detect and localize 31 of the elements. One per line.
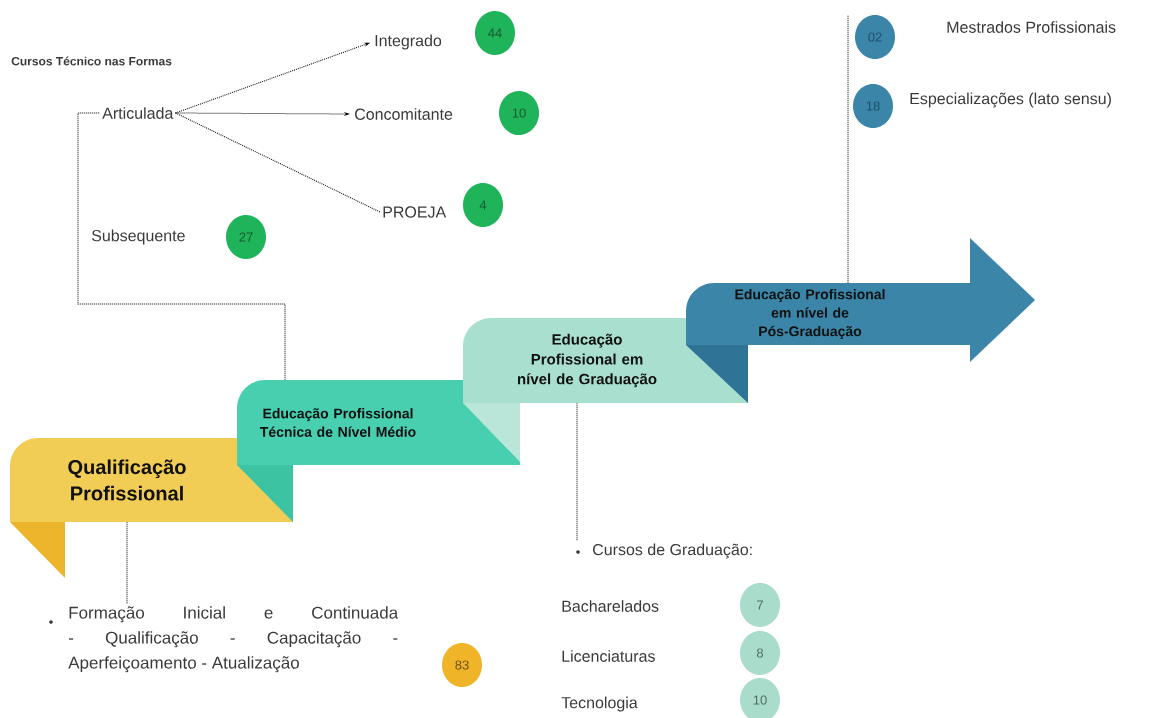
leader-line bbox=[77, 112, 286, 381]
text-label: Mestrados Profissionais bbox=[947, 21, 1116, 33]
leader-line bbox=[576, 402, 578, 542]
count-badge: 83 bbox=[442, 643, 482, 687]
count-badge: 18 bbox=[853, 84, 893, 128]
arrow bbox=[175, 42, 370, 114]
course-label: Concomitante bbox=[355, 108, 453, 120]
leader-line bbox=[126, 521, 128, 605]
course-label: PROEJA bbox=[383, 206, 447, 218]
count-badge: 10 bbox=[499, 91, 539, 135]
course-label: Integrado bbox=[375, 34, 442, 50]
arrow-step: Educação Profissional em nível de Pós-Graduação bbox=[686, 238, 1035, 403]
bullet-item: Cursos de Graduação: bbox=[576, 543, 752, 559]
text-label: Cursos Técnico nas Formas bbox=[11, 56, 172, 66]
course-label: Articulada bbox=[102, 107, 174, 119]
count-badge: 27 bbox=[226, 215, 266, 259]
text-label: Licenciaturas bbox=[562, 650, 655, 662]
count-badge: 4 bbox=[463, 183, 503, 227]
text-label: Bacharelados bbox=[562, 600, 659, 612]
count-badge: 02 bbox=[855, 15, 895, 59]
bullet-item: Formação Inicial e Continuada - Qualificação - Capacitação - Aperfeiçoamento - Atualização bbox=[49, 606, 399, 673]
leader-line bbox=[847, 14, 849, 284]
text-label: Especializações (lato sensu) bbox=[910, 92, 1111, 108]
leader-line bbox=[175, 112, 381, 213]
arrow bbox=[175, 112, 349, 116]
count-badge: 10 bbox=[740, 678, 780, 718]
text-label: Subsequente bbox=[91, 229, 185, 245]
count-badge: 7 bbox=[740, 583, 780, 627]
count-badge: 44 bbox=[475, 11, 515, 55]
count-badge: 8 bbox=[740, 631, 780, 675]
text-label: Tecnologia bbox=[561, 696, 638, 712]
